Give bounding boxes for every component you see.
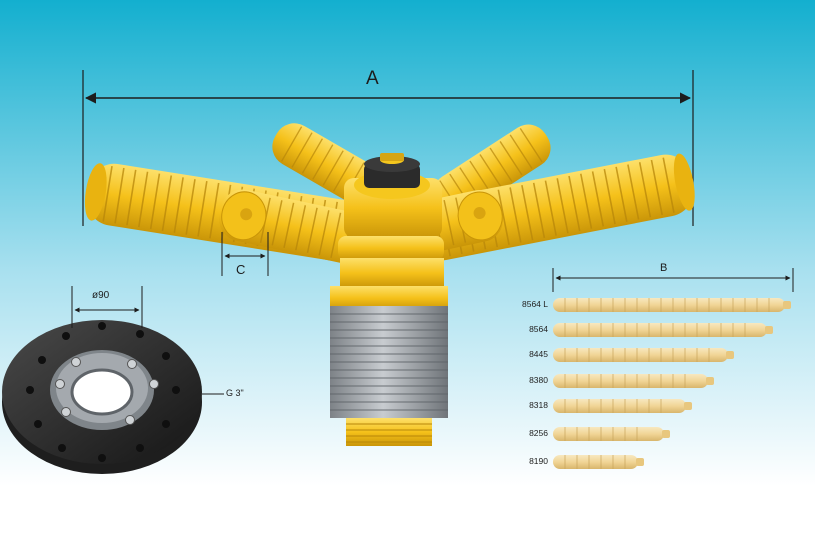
dimension-c [221,232,269,276]
model-label: 8445 [529,349,548,359]
lateral-8318 [553,399,692,413]
lateral-ridges [564,298,770,469]
lateral-8380 [553,374,714,388]
dimension-b-label: B [660,262,668,274]
dimension-a-label: A [366,68,379,89]
model-label: 8318 [529,400,548,410]
lateral-8564 [553,323,773,337]
lateral-8445 [553,348,734,362]
model-label: 8380 [529,375,548,385]
lateral-8256 [553,427,670,441]
model-label: 8564 [529,324,548,334]
dimension-diameter [71,286,143,328]
dimension-c-label: C [236,262,246,277]
collector-tube [330,286,448,446]
dimension-b [552,268,794,292]
lateral-8190 [553,455,644,469]
distributor-hub [338,153,444,288]
model-label: 8256 [529,428,548,438]
model-label: 8564 L [522,299,548,309]
lateral-8564L [553,298,791,312]
diameter-label: ø90 [92,290,110,301]
flange [2,320,202,474]
thread-label: G 3" [226,388,244,398]
model-label: 8190 [529,456,548,466]
